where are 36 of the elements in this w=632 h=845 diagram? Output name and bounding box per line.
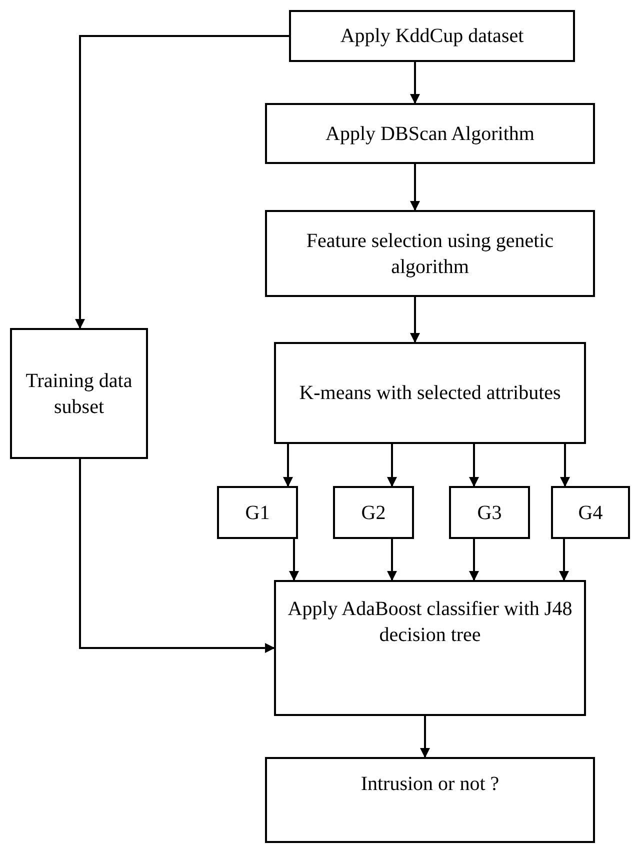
arrow [289,539,299,581]
box-label: G1 [245,500,270,526]
process-box [265,210,595,297]
process-box [449,486,530,539]
arrow [79,459,275,653]
arrow [283,444,293,487]
arrow [469,539,479,581]
process-box [333,486,414,539]
box-label: Intrusion or not ? [360,772,500,797]
process-box [265,757,595,843]
box-label: G2 [361,500,386,526]
box-label: Feature selection using genetic algorithm [305,228,555,280]
box-label: G3 [477,500,502,526]
arrow [387,444,397,487]
process-box [274,580,586,716]
arrow [387,539,397,581]
arrow [75,35,289,329]
box-label: Apply DBScan Algorithm [326,122,534,146]
box-label: Apply KddCup dataset [340,24,524,49]
arrow [469,444,479,487]
box-label: Apply AdaBoost classifier with J48 decision tree [286,597,574,648]
box-label: G4 [578,500,603,526]
process-box [10,328,148,459]
box-label: K-means with selected attributes [299,381,561,406]
arrow [420,716,430,758]
process-box [289,10,575,62]
arrow [410,164,420,211]
arrow [410,297,420,343]
arrow [559,539,569,581]
process-box [217,486,298,539]
box-label: Training data subset [24,368,134,420]
process-box [274,342,586,444]
arrow [410,62,420,104]
process-box [551,486,630,539]
arrow [560,444,570,487]
process-box [265,103,595,164]
